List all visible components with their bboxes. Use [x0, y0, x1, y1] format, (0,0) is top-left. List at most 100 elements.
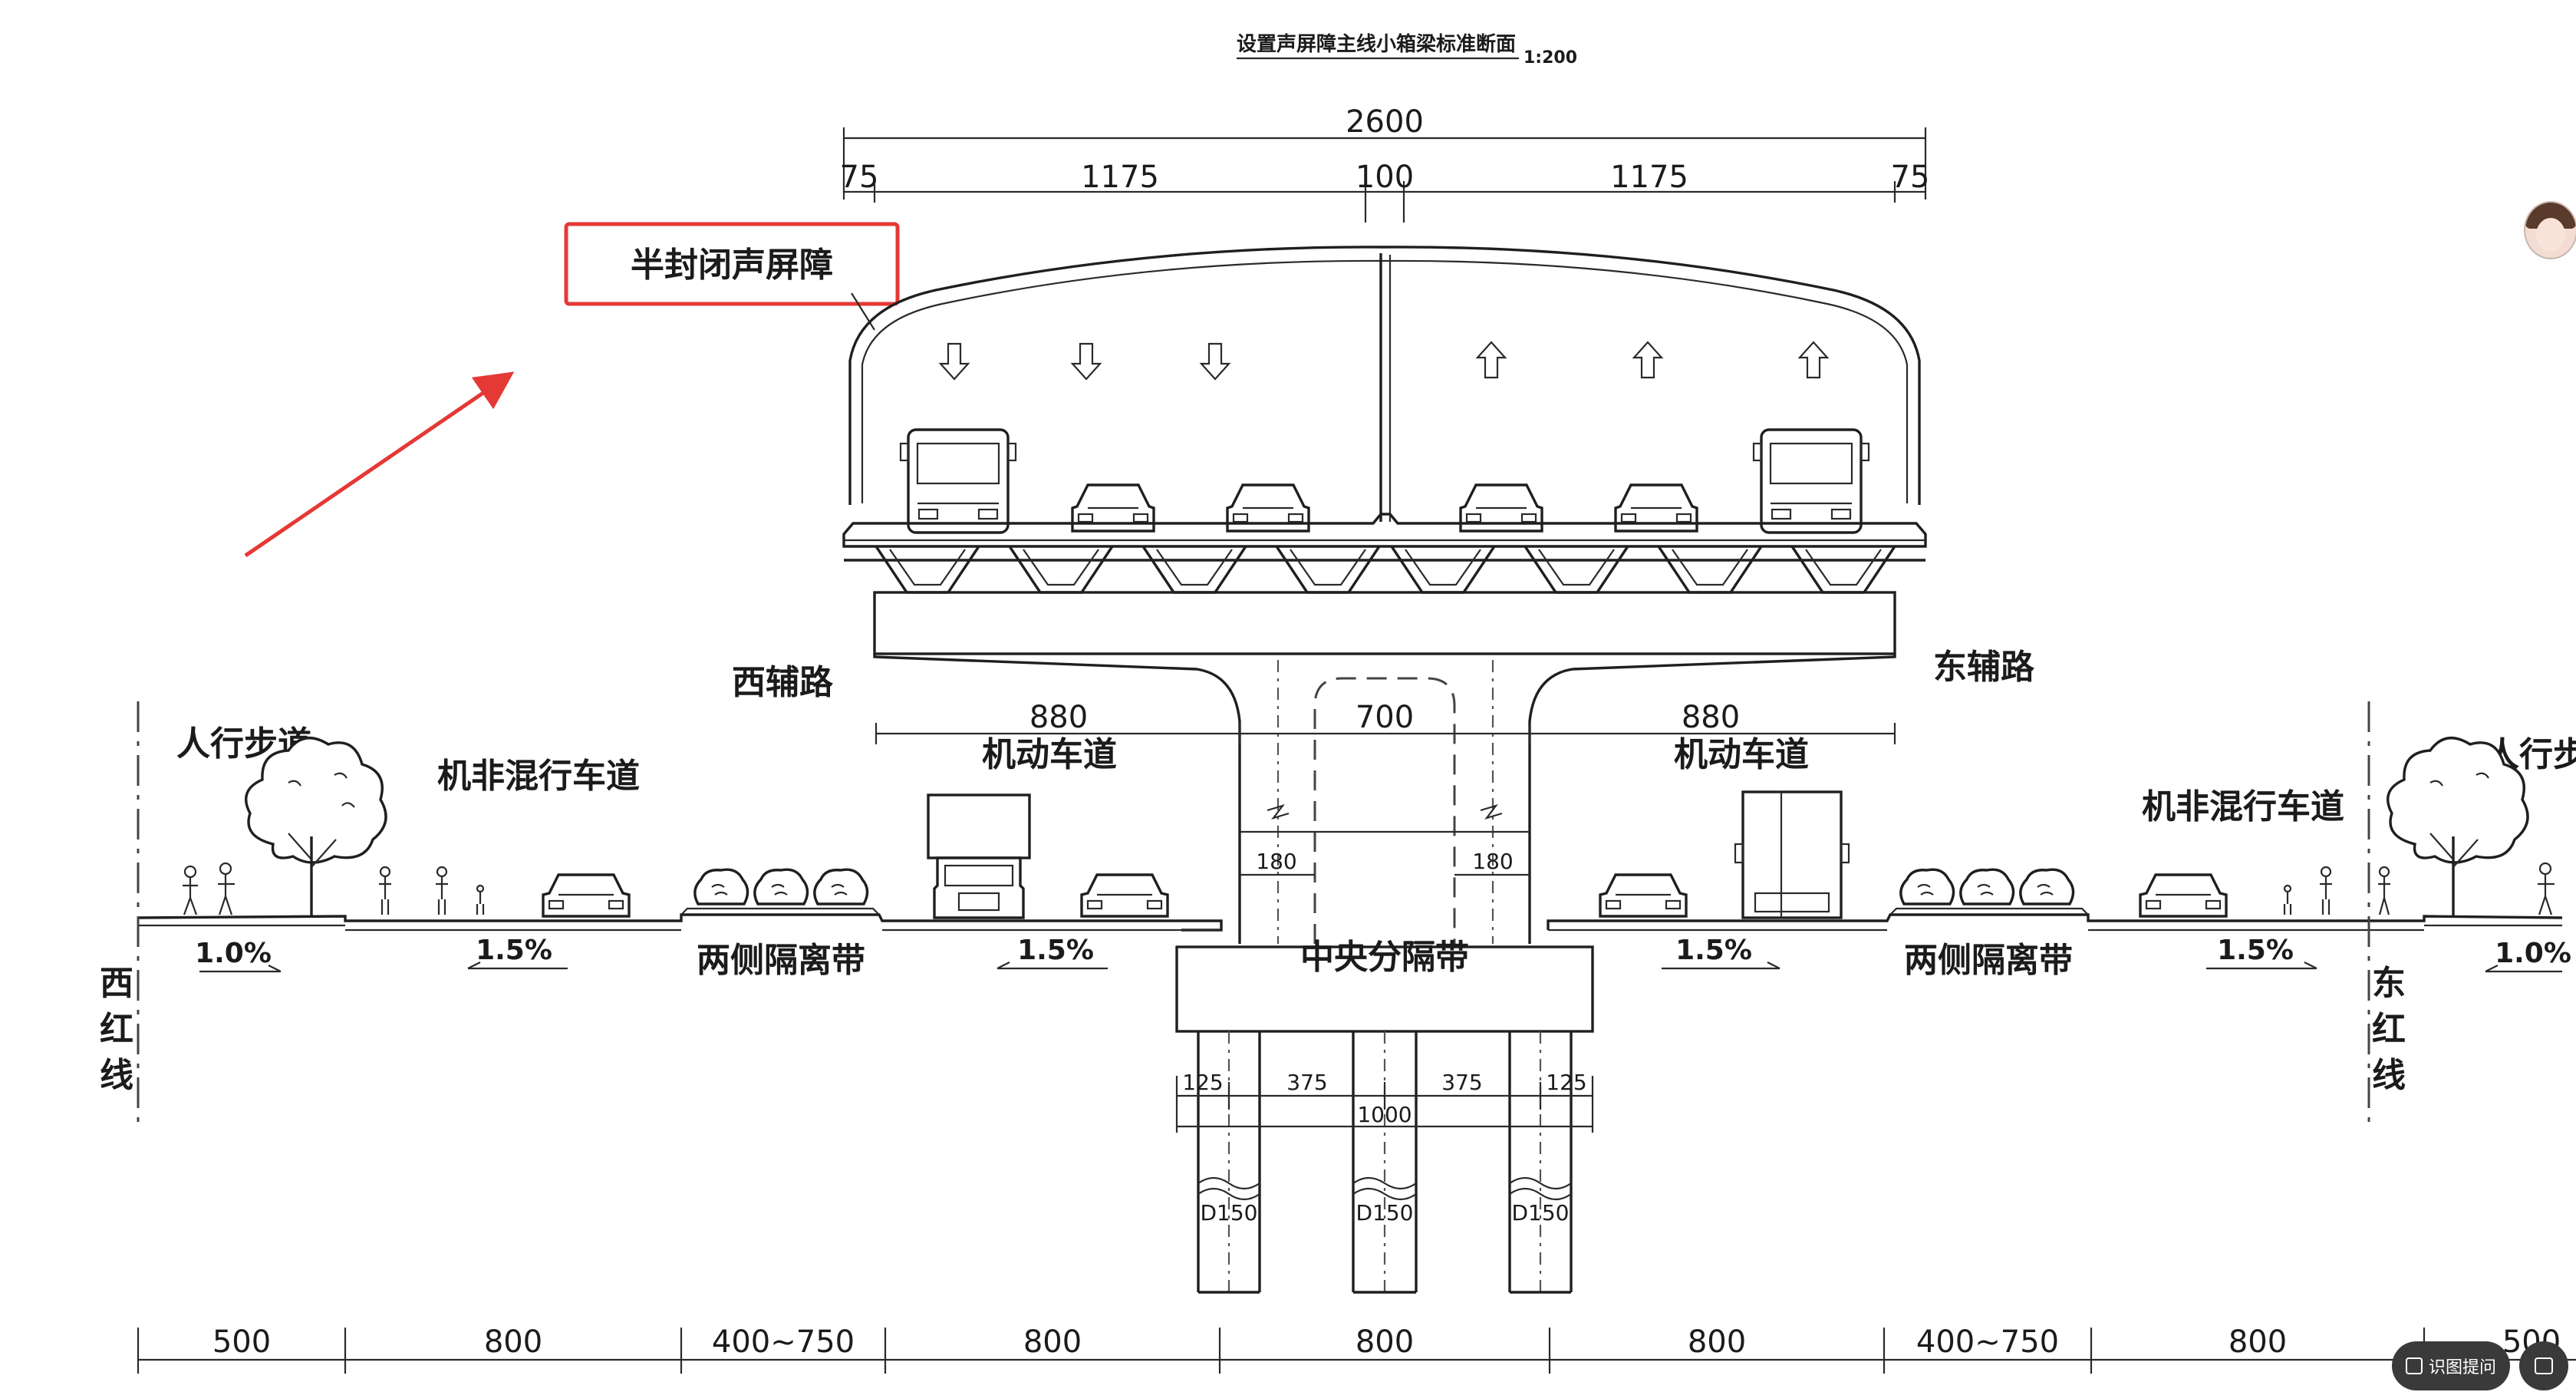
pedestrians-west	[183, 862, 485, 915]
slope-west-mixed: 1.5%	[476, 935, 552, 966]
car-icon	[1614, 483, 1698, 533]
pedestrian-icon	[183, 865, 198, 915]
dim-seg-75a: 75	[840, 160, 879, 195]
dim-total-2600: 2600	[1346, 104, 1424, 140]
shrubs-west	[693, 868, 869, 905]
up-arrow-icon	[1632, 341, 1664, 379]
image-icon	[2535, 1357, 2553, 1374]
truck-icon	[927, 793, 1031, 919]
pile-dim-375a: 375	[1286, 1070, 1327, 1095]
car-icon	[1459, 483, 1543, 533]
dim-seg-1175a: 1175	[1081, 160, 1159, 195]
median-label-overlay: 中央分隔带	[1300, 938, 1469, 977]
cyclist-icon	[2320, 866, 2332, 915]
pedestrian-icon	[2538, 862, 2555, 915]
west-red-line-char-2: 红	[100, 1010, 133, 1049]
dim-seg-100: 100	[1356, 160, 1414, 195]
east-red-line-char-1: 东	[2372, 964, 2406, 1003]
cap-beam: 180 180	[873, 591, 1896, 944]
sound-barrier-callout: 半封闭声屏障	[244, 222, 900, 558]
scan-icon	[2406, 1357, 2423, 1374]
car-icon	[1599, 873, 1688, 918]
car-icon	[542, 873, 631, 918]
dim-seg-1175b: 1175	[1610, 160, 1688, 195]
box-girders	[875, 546, 1896, 594]
motor-lane-west-label: 机动车道	[982, 735, 1117, 774]
east-red-line-char-2: 红	[2372, 1010, 2406, 1049]
bottom-dim-4: 800	[1023, 1324, 1082, 1360]
isolation-belt-west-label: 两侧隔离带	[697, 941, 865, 980]
mid-dimensions: 880 700 880	[875, 700, 1896, 744]
east-red-line-char-3: 线	[2372, 1056, 2406, 1095]
bottom-dim-8: 800	[2228, 1324, 2287, 1360]
slope-east-mixed: 1.5%	[2217, 935, 2294, 966]
bottom-dim-7: 400~750	[1916, 1324, 2059, 1360]
pile-right	[1508, 1031, 1573, 1294]
bottom-dim-6: 800	[1688, 1324, 1746, 1360]
shrub-icon	[2019, 868, 2075, 905]
bottom-dim-3: 400~750	[712, 1324, 855, 1360]
shrub-icon	[1899, 868, 1955, 905]
dim-east-880: 880	[1682, 700, 1740, 735]
shrub-icon	[1959, 868, 2015, 905]
shrubs-east	[1899, 868, 2075, 905]
shrub-icon	[753, 868, 809, 905]
title-text: 设置声屏障主线小箱梁标准断面	[1237, 32, 1516, 56]
dim-west-880: 880	[1029, 700, 1088, 735]
scale-text: 1:200	[1524, 48, 1577, 68]
dim-center-700: 700	[1356, 700, 1414, 735]
image-question-button[interactable]: 识图提问	[2392, 1341, 2510, 1390]
car-icon	[2139, 873, 2228, 918]
cyclist-icon	[379, 866, 391, 915]
bus-icon	[899, 428, 1017, 534]
car-icon	[1071, 483, 1155, 533]
west-red-line-char-3: 线	[100, 1056, 133, 1095]
dim-seg-75b: 75	[1891, 160, 1930, 195]
slope-west-motor: 1.5%	[1017, 935, 1094, 966]
car-icon	[1080, 873, 1169, 918]
pile-dim-total-1000: 1000	[1357, 1102, 1412, 1127]
pile-label-right: D150	[1511, 1200, 1569, 1225]
cyclist-icon	[476, 884, 485, 915]
up-arrow-icon	[1475, 341, 1507, 379]
isolation-belt-east-label: 两侧隔离带	[1904, 941, 2073, 980]
mixed-lane-west-label: 机非混行车道	[437, 757, 640, 796]
bottom-dimensions: 500 800 400~750 800 800 800 400~750 800 …	[137, 1324, 2576, 1374]
east-aux-road-label: 东辅路	[1933, 648, 2035, 687]
mixed-lane-east-label: 机非混行车道	[2142, 787, 2344, 826]
top-dimensions: 2600 75 1175 100 1175 75	[840, 104, 1930, 223]
bottom-dim-2: 800	[484, 1324, 542, 1360]
pile-center	[1352, 1031, 1418, 1294]
tree-icon	[245, 737, 387, 916]
image-edit-button[interactable]	[2519, 1341, 2568, 1390]
pedestrian-icon	[2378, 866, 2390, 915]
down-arrow-icon	[938, 342, 970, 381]
pile-dim-125a: 125	[1182, 1070, 1223, 1095]
down-arrow-icon	[1070, 342, 1102, 381]
pile-label-left: D150	[1200, 1200, 1257, 1225]
slope-west-sidewalk: 1.0%	[195, 938, 272, 969]
pedestrian-icon	[218, 862, 235, 915]
image-question-label: 识图提问	[2429, 1358, 2497, 1377]
west-aux-road-label: 西辅路	[732, 663, 834, 702]
cyclist-icon	[436, 866, 448, 915]
pile-dim-375b: 375	[1441, 1070, 1482, 1095]
pedestrians-east	[2283, 862, 2555, 915]
bridge-vehicles	[899, 428, 1870, 534]
pile-foundation: 中央分隔带 D150 D150 D150	[1175, 938, 1594, 1294]
tree-icon	[2387, 737, 2529, 916]
pile-dim-125b: 125	[1546, 1070, 1586, 1095]
assistant-avatar[interactable]	[2524, 201, 2576, 259]
shrub-icon	[693, 868, 749, 905]
sound-barrier-dome	[848, 246, 1921, 522]
truck-icon	[1734, 790, 1850, 919]
cyclist-icon	[2283, 884, 2292, 915]
direction-arrows	[938, 341, 1830, 381]
up-arrow-icon	[1797, 341, 1830, 379]
down-arrow-icon	[1199, 342, 1231, 381]
west-red-line-char-1: 西	[100, 964, 133, 1003]
drawing-title: 设置声屏障主线小箱梁标准断面 1:200	[1237, 32, 1577, 68]
bottom-dim-1: 500	[212, 1324, 271, 1360]
west-red-line: 西 红 线	[100, 701, 140, 1125]
